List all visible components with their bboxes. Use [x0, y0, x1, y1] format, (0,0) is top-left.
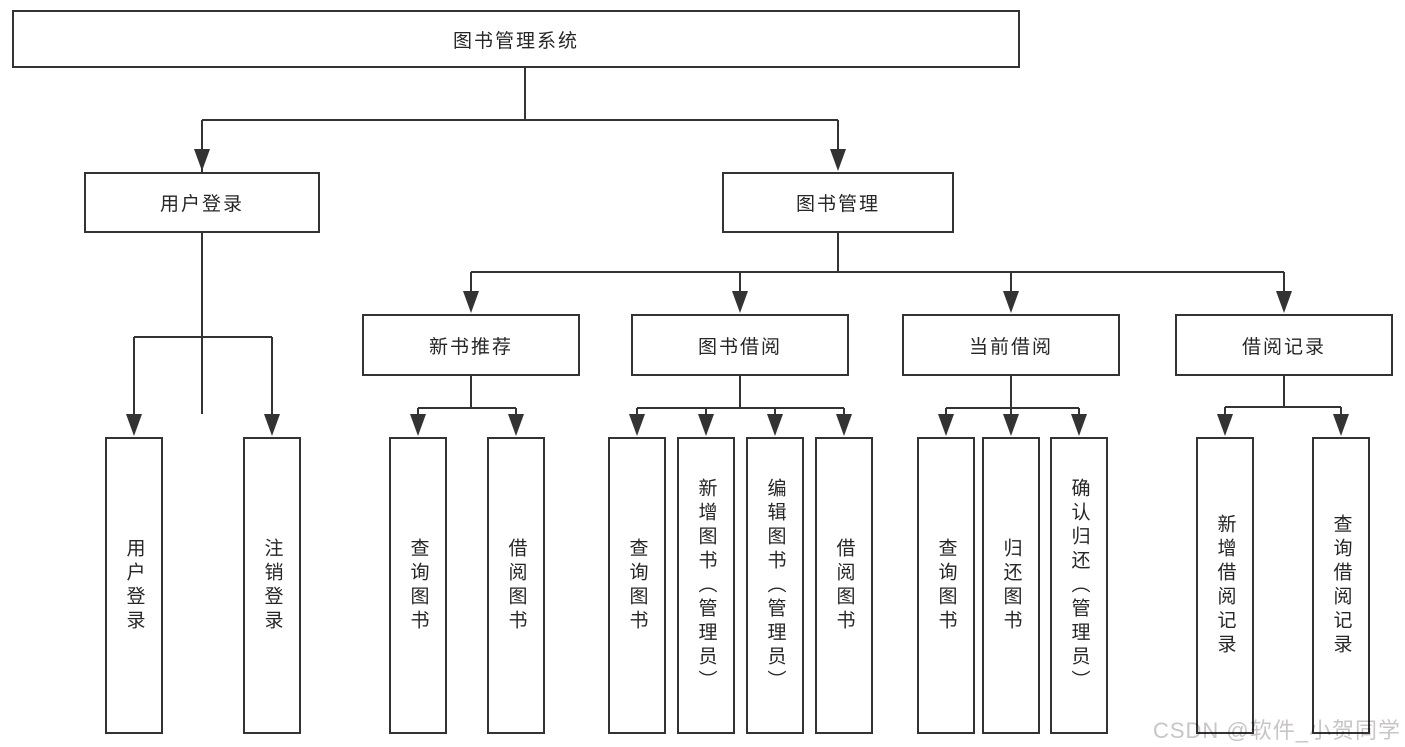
- node-label: 查询图书: [935, 537, 957, 634]
- arrow-down-icon: [629, 414, 645, 436]
- arrow-down-icon: [767, 414, 783, 436]
- node-label: 确认归还（管理员）: [1068, 477, 1090, 694]
- node-label: 查询图书: [407, 537, 429, 634]
- arrow-down-icon: [698, 414, 714, 436]
- leaf-query-borrow-record: 查询借阅记录: [1312, 437, 1370, 734]
- node-book-management: 图书管理: [722, 172, 954, 233]
- connector-root-branch: [201, 68, 839, 414]
- arrow-down-icon: [264, 414, 280, 436]
- node-borrow-records: 借阅记录: [1175, 314, 1393, 376]
- node-book-borrow: 图书借阅: [631, 314, 849, 376]
- arrow-down-icon: [1217, 414, 1233, 436]
- connector-borrow-branch: [636, 376, 845, 426]
- arrow-down-icon: [194, 149, 210, 171]
- arrow-down-icon: [836, 414, 852, 436]
- leaf-borrow-books: 借阅图书: [487, 437, 545, 734]
- node-new-book-recommend: 新书推荐: [362, 314, 580, 376]
- leaf-logout: 注销登录: [243, 437, 301, 734]
- leaf-confirm-return-admin: 确认归还（管理员）: [1050, 437, 1108, 734]
- arrow-down-icon: [508, 414, 524, 436]
- arrow-down-icon: [830, 149, 846, 171]
- node-root-system: 图书管理系统: [12, 10, 1020, 68]
- node-label: 借阅记录: [1241, 336, 1326, 358]
- leaf-add-books-admin: 新增图书（管理员）: [677, 437, 735, 734]
- node-label: 当前借阅: [968, 336, 1053, 358]
- leaf-user-login: 用户登录: [105, 437, 163, 734]
- node-label: 新增借阅记录: [1214, 513, 1236, 658]
- arrow-down-icon: [1003, 291, 1019, 313]
- leaf-edit-books-admin: 编辑图书（管理员）: [746, 437, 804, 734]
- node-label: 借阅图书: [833, 537, 855, 634]
- connector-records-branch: [1224, 376, 1342, 426]
- arrow-down-icon: [1003, 414, 1019, 436]
- leaf-query-books: 查询图书: [608, 437, 666, 734]
- node-label: 图书借阅: [697, 336, 782, 358]
- node-label: 图书管理系统: [452, 30, 579, 52]
- node-label: 注销登录: [261, 537, 283, 634]
- arrow-down-icon: [732, 291, 748, 313]
- arrow-down-icon: [1071, 414, 1087, 436]
- leaf-add-borrow-record: 新增借阅记录: [1196, 437, 1254, 734]
- node-label: 编辑图书（管理员）: [764, 477, 786, 694]
- connector-user-login-branch: [133, 233, 273, 426]
- connector-paths: [133, 68, 1342, 426]
- node-label: 查询图书: [626, 537, 648, 634]
- arrow-down-icon: [1333, 414, 1349, 436]
- node-label: 借阅图书: [505, 537, 527, 634]
- node-label: 归还图书: [1000, 537, 1022, 634]
- connector-book-mgmt-branch: [470, 233, 1285, 305]
- node-label: 图书管理: [795, 194, 880, 215]
- arrow-down-icon: [410, 414, 426, 436]
- arrow-down-icon: [463, 291, 479, 313]
- leaf-return-books: 归还图书: [982, 437, 1040, 734]
- csdn-watermark: CSDN @软件_小贺同学: [1152, 718, 1401, 743]
- node-label: 新增图书（管理员）: [695, 477, 717, 694]
- arrow-down-icon: [126, 414, 142, 436]
- node-label: 查询借阅记录: [1330, 513, 1352, 658]
- arrow-down-icon: [938, 414, 954, 436]
- node-label: 用户登录: [123, 537, 145, 634]
- arrowheads: [126, 149, 1349, 436]
- leaf-query-books: 查询图书: [389, 437, 447, 734]
- leaf-query-books: 查询图书: [917, 437, 975, 734]
- node-current-borrow: 当前借阅: [902, 314, 1120, 376]
- node-user-login: 用户登录: [84, 172, 320, 233]
- arrow-down-icon: [1276, 291, 1292, 313]
- connector-newbook-branch: [417, 376, 517, 426]
- leaf-borrow-books: 借阅图书: [815, 437, 873, 734]
- node-label: 新书推荐: [428, 336, 513, 358]
- node-label: 用户登录: [159, 194, 244, 215]
